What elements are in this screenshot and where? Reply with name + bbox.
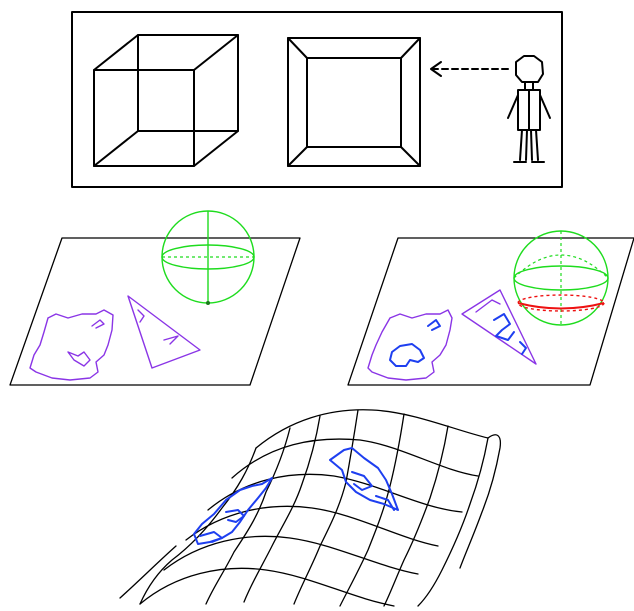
bottom-panel [119,409,502,607]
triangle-shape [329,447,399,511]
middle-right-panel [347,230,634,386]
irregular-shape [367,309,453,381]
triangle-shape [461,289,537,365]
irregular-shape [193,477,273,545]
middle-left-panel [9,210,301,386]
curved-grid-surface [119,409,502,607]
top-panel-frame [71,11,563,188]
ground-plane [347,237,634,386]
wireframe-cube-icon [93,34,239,167]
irregular-shape [29,309,114,381]
top-panel [71,11,563,188]
wireframe-sphere-icon [513,230,609,326]
wireframe-sphere-icon [161,210,255,305]
cube-viewed-head-on-icon [287,37,421,167]
dashed-arrow-icon [430,61,511,77]
stick-figure-observer-icon [507,55,551,163]
ground-plane [9,237,301,386]
triangle-shape [127,295,201,369]
